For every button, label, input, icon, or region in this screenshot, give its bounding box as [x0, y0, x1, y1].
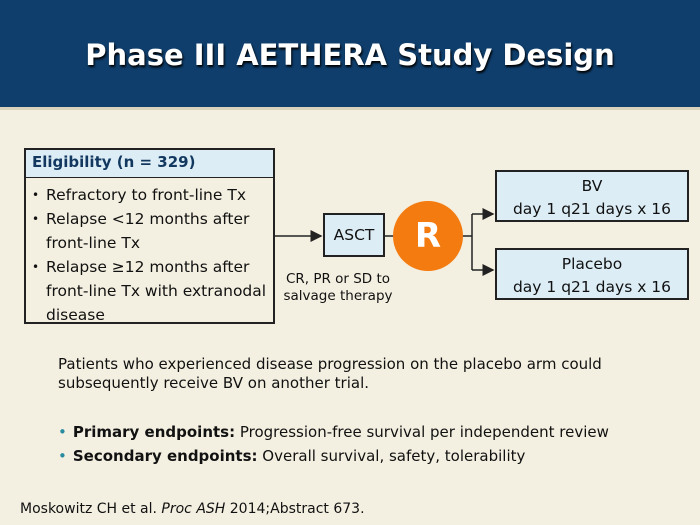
citation-rest: 2014;Abstract 673.	[225, 501, 365, 517]
arm-name: BV	[581, 177, 603, 195]
arm-name: Placebo	[561, 255, 623, 273]
endpoint-primary: • Primary endpoints: Progression-free sur…	[58, 423, 609, 441]
crossover-note: Patients who experienced disease progres…	[58, 355, 602, 392]
arm-placebo-box: Placebo day 1 q21 days x 16	[495, 248, 689, 300]
endpoint-text: Progression-free survival per independen…	[235, 423, 609, 441]
citation: Moskowitz CH et al. Proc ASH 2014;Abstra…	[20, 501, 365, 517]
citation-journal: Proc ASH	[161, 501, 226, 517]
bullet-icon: •	[58, 447, 67, 465]
eligibility-header: Eligibility (n = 329)	[26, 150, 273, 178]
eligibility-item: Refractory to front-line Tx	[32, 183, 273, 207]
asct-box: ASCT	[323, 213, 385, 257]
endpoint-label: Secondary endpoints:	[72, 447, 258, 465]
title-banner: Phase III AETHERA Study Design	[0, 0, 700, 110]
endpoint-secondary: • Secondary endpoints: Overall survival, …	[58, 447, 525, 465]
asct-note: CR, PR or SD to salvage therapy	[283, 271, 393, 304]
citation-authors: Moskowitz CH et al.	[20, 501, 162, 517]
slide-title: Phase III AETHERA Study Design	[85, 38, 615, 72]
endpoint-label: Primary endpoints:	[72, 423, 236, 441]
eligibility-item: Relapse ≥12 months after front-line Tx w…	[32, 255, 273, 327]
arm-schedule: day 1 q21 days x 16	[512, 200, 672, 218]
arm-schedule: day 1 q21 days x 16	[512, 278, 672, 296]
arm-bv-box: BV day 1 q21 days x 16	[495, 170, 689, 222]
bullet-icon: •	[58, 423, 67, 441]
randomization-circle: R	[393, 201, 463, 271]
eligibility-item: Relapse <12 months after front-line Tx	[32, 207, 273, 255]
endpoint-text: Overall survival, safety, tolerability	[257, 447, 526, 465]
eligibility-box: Eligibility (n = 329) Refractory to fron…	[24, 148, 275, 324]
